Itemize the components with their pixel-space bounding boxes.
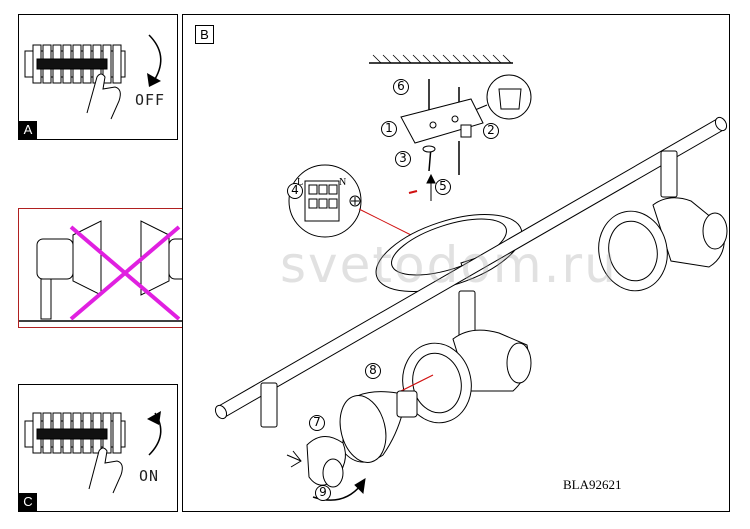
step-9: 9 — [315, 485, 331, 501]
terminal-live-marker: L — [297, 177, 304, 188]
panel-label-c: C — [19, 493, 37, 511]
terminal-neutral-marker: N — [339, 177, 347, 188]
panel-b-installation: B — [182, 14, 730, 512]
panel-label-b: B — [195, 25, 214, 44]
panel-a-switch-off: OFF A — [18, 14, 178, 140]
step-5: 5 — [435, 179, 451, 195]
model-code: BLA92621 — [563, 477, 622, 492]
step-4: 4 — [287, 183, 303, 199]
step-3: 3 — [395, 151, 411, 167]
on-label: ON — [139, 467, 160, 485]
panel-c-switch-on: ON C — [18, 384, 178, 512]
step-8: 8 — [365, 363, 381, 379]
installation-diagram — [214, 54, 728, 501]
step-2: 2 — [483, 123, 499, 139]
step-6: 6 — [393, 79, 409, 95]
step-1: 1 — [381, 121, 397, 137]
step-7: 7 — [309, 415, 325, 431]
off-label: OFF — [135, 91, 166, 109]
circuit-breaker-off-illustration — [24, 34, 162, 120]
panel-label-a: A — [19, 121, 37, 139]
circuit-breaker-on-illustration — [24, 411, 162, 494]
